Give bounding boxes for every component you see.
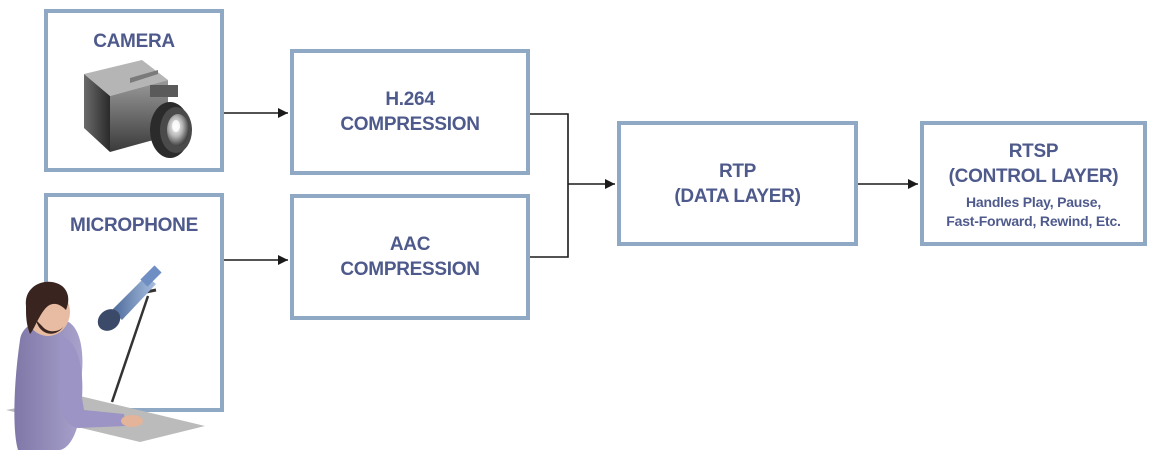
person-with-microphone-illustration — [6, 265, 205, 450]
mic-stand — [110, 295, 150, 403]
rtsp-box: RTSP (CONTROL LAYER) Handles Play, Pause… — [920, 121, 1147, 246]
aac-compression-box: AAC COMPRESSION — [290, 194, 530, 320]
h264-subtitle: COMPRESSION — [340, 114, 480, 135]
h264-compression-box: H.264 COMPRESSION — [290, 49, 530, 175]
microphone-label: MICROPHONE — [70, 215, 198, 236]
rtsp-description-line1: Handles Play, Pause, — [965, 194, 1102, 210]
person-arm — [58, 336, 126, 428]
connector-lines — [224, 108, 918, 265]
rtsp-title: RTSP — [1008, 141, 1059, 162]
aac-title: AAC — [389, 234, 431, 255]
rtp-title: RTP — [718, 160, 757, 182]
microphone-icon — [97, 265, 162, 331]
aac-subtitle: COMPRESSION — [340, 259, 480, 280]
rtsp-description-line2: Fast-Forward, Rewind, Etc. — [946, 213, 1121, 229]
h264-title: H.264 — [385, 89, 435, 110]
camera-label: CAMERA — [93, 31, 175, 52]
person-hand — [121, 415, 143, 427]
rtsp-subtitle: (CONTROL LAYER) — [948, 166, 1119, 187]
connector-aac-out — [530, 184, 569, 258]
connector-h264-out — [530, 113, 569, 184]
rtp-subtitle: (DATA LAYER) — [674, 185, 801, 207]
video-camera-icon — [84, 60, 192, 158]
rtp-box: RTP (DATA LAYER) — [617, 121, 858, 246]
